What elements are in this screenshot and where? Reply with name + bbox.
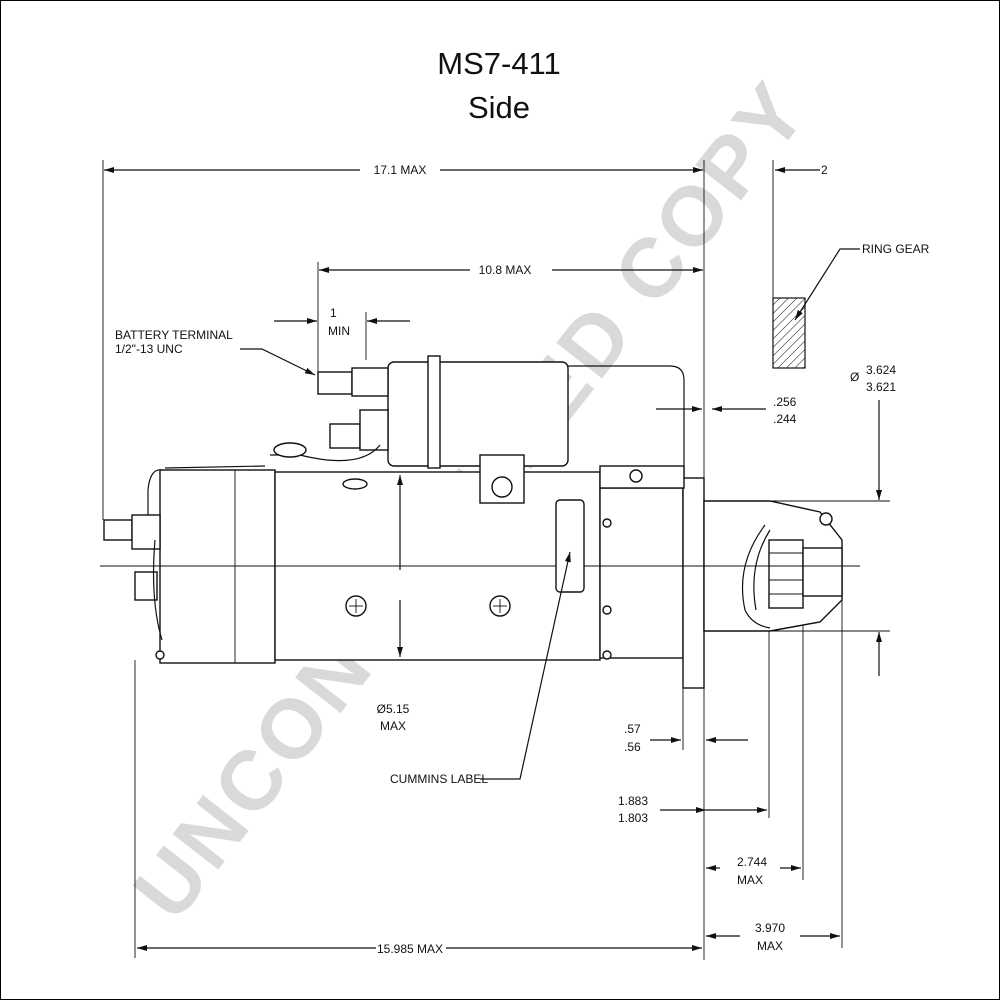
ring-gear-gap-label: 2: [821, 163, 828, 177]
dia-symbol: Ø: [850, 370, 859, 384]
pinion-upper: 1.883: [618, 794, 648, 808]
flange-upper: .256: [773, 395, 797, 409]
drive-housing: [599, 487, 684, 659]
frame-rivet: [342, 478, 368, 490]
nose-length: 2.744: [737, 855, 767, 869]
solenoid-bracket: [568, 365, 685, 478]
brush-cable: [147, 469, 163, 515]
nose-max: MAX: [737, 873, 763, 887]
drawing-subtitle: Side: [468, 90, 530, 125]
drawing-title: MS7-411: [437, 46, 561, 81]
ring-gear-leader: [794, 248, 860, 321]
dia-lower: 3.621: [866, 380, 896, 394]
dim-gap-min: MIN: [328, 324, 350, 338]
flange-lower: .244: [773, 412, 797, 426]
dim-overall-length: 17.1 MAX: [374, 163, 427, 177]
pinion-shaft: [802, 547, 843, 597]
motor-terminal-nut: [359, 409, 389, 451]
terminal-nut: [131, 514, 161, 550]
housing-bolt-1: [602, 518, 612, 528]
dim-solenoid-length: 10.8 MAX: [479, 263, 532, 277]
battery-terminal-label: BATTERY TERMINAL: [115, 328, 233, 342]
battery-terminal-nut: [351, 367, 389, 397]
ground-terminal: [134, 571, 158, 601]
ground-strap: [152, 539, 163, 641]
cable-run: [164, 465, 266, 469]
body-dia: Ø5.15: [377, 702, 410, 716]
motor-terminal-stud: [329, 423, 361, 449]
end-cap: [159, 469, 276, 664]
solenoid-body: [387, 361, 569, 467]
cummins-label-leader: [480, 551, 571, 780]
label-plate: [555, 499, 585, 593]
dim-gap-value: 1: [330, 306, 337, 320]
solenoid-mount-nut: [629, 469, 643, 483]
mount-length: 15.985 MAX: [377, 942, 443, 956]
motor-cable: [270, 444, 381, 462]
battery-terminal-leader: [240, 348, 316, 376]
tip-length: 3.970: [755, 921, 785, 935]
flange-thk-lower: .56: [624, 740, 641, 754]
dia-upper: 3.624: [866, 363, 896, 377]
housing-bolt-2: [602, 605, 612, 615]
ring-gear-label: RING GEAR: [862, 242, 930, 256]
nose-opening-inner: [753, 529, 771, 611]
ring-gear-section: [772, 297, 806, 369]
battery-terminal-stud: [317, 371, 353, 395]
nose-bolt: [819, 512, 833, 526]
battery-terminal-thread: 1/2"-13 UNC: [115, 342, 183, 356]
mounting-flange: [682, 477, 705, 689]
cable-lug: [273, 442, 307, 458]
nose-opening: [741, 524, 771, 629]
pinion-lower: 1.803: [618, 811, 648, 825]
flange-thk-upper: .57: [624, 722, 641, 736]
housing-bolt-3: [602, 650, 612, 660]
tip-max: MAX: [757, 939, 783, 953]
cummins-label-text: CUMMINS LABEL: [390, 772, 488, 786]
terminal-stud: [103, 519, 133, 541]
solenoid-foot-bolt: [491, 476, 513, 498]
end-cap-bolt: [155, 650, 165, 660]
body-dia-max: MAX: [380, 719, 406, 733]
pinion-gear: [768, 539, 804, 609]
solenoid-band: [427, 355, 441, 469]
